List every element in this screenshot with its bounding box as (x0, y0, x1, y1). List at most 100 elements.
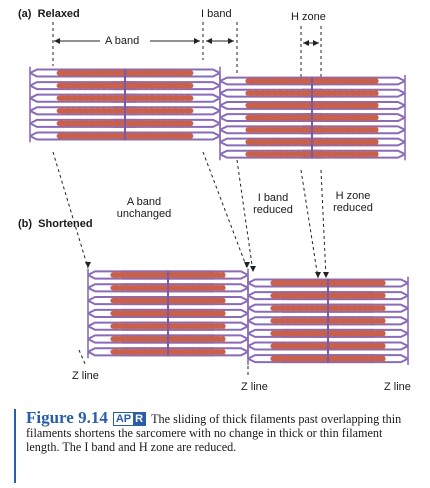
myosin-head (67, 111, 71, 116)
apr-badge-ap: AP (113, 413, 134, 425)
thin-filament (122, 308, 249, 315)
myosin-head (173, 270, 177, 274)
myosin-head (340, 321, 344, 326)
myosin-head (363, 278, 367, 282)
myosin-head (344, 100, 348, 105)
thin-filament (122, 283, 249, 289)
myosin-head (198, 301, 202, 306)
myosin-head (290, 125, 294, 129)
myosin-head (119, 347, 123, 351)
myosin-head (368, 113, 372, 117)
myosin-head (222, 340, 226, 344)
myosin-head (109, 111, 113, 116)
myosin-head (345, 316, 349, 320)
myosin-head (285, 278, 289, 282)
myosin-head (151, 137, 155, 141)
myosin-head (310, 284, 314, 288)
myosin-head (156, 314, 160, 318)
myosin-head (138, 81, 142, 85)
myosin-head (113, 270, 117, 274)
myosin-head (328, 347, 332, 351)
myosin-head (132, 314, 136, 318)
myosin-head (279, 94, 283, 98)
myosin-head (192, 301, 196, 306)
myosin-head (316, 347, 320, 351)
myosin-head (339, 130, 343, 135)
thin-filament (122, 274, 249, 280)
myosin-head (186, 93, 190, 98)
myosin-head (346, 334, 350, 338)
myosin-head (67, 137, 71, 141)
myosin-head (126, 301, 130, 306)
myosin-head (316, 296, 320, 301)
myosin-head (376, 284, 380, 288)
myosin-head (162, 288, 166, 293)
myosin-head (303, 118, 307, 123)
myosin-head (357, 155, 361, 159)
myosin-head (173, 308, 177, 313)
myosin-head (131, 270, 135, 274)
myosin-head (120, 352, 124, 357)
myosin-head (368, 100, 372, 105)
myosin-head (272, 125, 276, 129)
myosin-head (79, 74, 83, 78)
myosin-head (85, 124, 89, 128)
myosin-head (358, 284, 362, 288)
myosin-head (273, 328, 277, 333)
myosin-head (132, 327, 136, 331)
myosin-head (351, 328, 355, 333)
dashed-guide-line (320, 169, 327, 279)
myosin-head (364, 309, 368, 313)
arrow-head (54, 38, 60, 44)
myosin-head (126, 276, 130, 280)
thin-filament (113, 84, 221, 91)
h-zone-reduced-label: H zone reduced (326, 190, 380, 214)
myosin-head (315, 316, 319, 320)
myosin-head (102, 81, 106, 85)
myosin-head (352, 321, 356, 326)
myosin-head (368, 149, 372, 154)
myosin-head (115, 74, 119, 78)
myosin-head (155, 308, 159, 313)
myosin-head (344, 113, 348, 117)
myosin-head (285, 354, 289, 358)
myosin-head (267, 94, 271, 98)
myosin-head (73, 137, 77, 141)
panel-a-title: Relaxed (37, 8, 80, 20)
myosin-head (381, 278, 385, 282)
myosin-head (350, 149, 354, 154)
myosin-head (156, 301, 160, 306)
myosin-head (273, 341, 277, 345)
myosin-head (156, 327, 160, 331)
myosin-head (114, 81, 118, 85)
apr-badge-r: R (133, 413, 146, 425)
myosin-head (143, 296, 147, 300)
myosin-head (168, 314, 172, 318)
myosin-head (322, 321, 326, 326)
myosin-head (185, 270, 189, 274)
myosin-head (279, 82, 283, 86)
myosin-head (345, 303, 349, 308)
thin-filament (113, 97, 221, 103)
myosin-head (345, 130, 349, 135)
myosin-head (327, 82, 331, 86)
myosin-head (138, 314, 142, 318)
myosin-head (363, 291, 367, 295)
myosin-head (204, 340, 208, 344)
myosin-head (180, 340, 184, 344)
myosin-head (85, 86, 89, 91)
myosin-head (334, 284, 338, 288)
myosin-head (302, 113, 306, 117)
myosin-head (310, 309, 314, 313)
myosin-head (285, 303, 289, 308)
myosin-head (157, 74, 161, 78)
myosin-head (374, 149, 378, 154)
h-zone-reduced-line1: H zone (335, 190, 371, 202)
myosin-head (273, 94, 277, 98)
myosin-head (328, 296, 332, 301)
myosin-head (351, 278, 355, 282)
dimension-arrows (54, 38, 329, 278)
myosin-head (126, 327, 130, 331)
myosin-head (150, 314, 154, 318)
